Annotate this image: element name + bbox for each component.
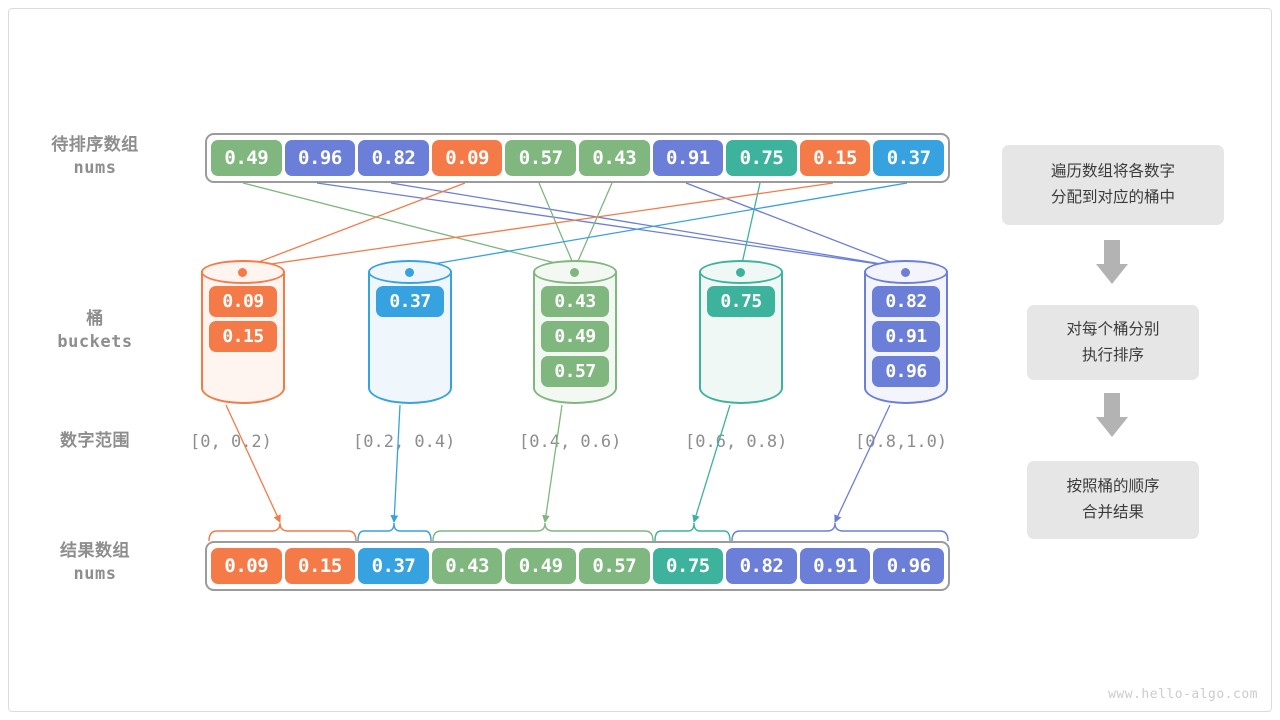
bucket-items: 0.75 (707, 286, 775, 317)
bucket-item: 0.96 (872, 356, 940, 387)
bucket-item: 0.37 (376, 286, 444, 317)
flow-step-1-line2: 分配到对应的桶中 (1050, 188, 1175, 206)
flow-step-2: 对每个桶分别 执行排序 (1027, 305, 1199, 380)
bucket-items: 0.82 0.91 0.96 (872, 286, 940, 387)
flow-step-2-line1: 对每个桶分别 (1066, 319, 1160, 338)
bucket-item: 0.91 (872, 321, 940, 352)
bucket-item: 0.82 (872, 286, 940, 317)
label-number-range: 数字范围 (20, 430, 170, 453)
bucket-items: 0.43 0.49 0.57 (541, 286, 609, 387)
result-cell: 0.09 (211, 548, 282, 584)
bucket-item: 0.75 (707, 286, 775, 317)
flow-step-1: 遍历数组将各数字 分配到对应的桶中 (1002, 145, 1224, 225)
result-cell: 0.57 (578, 548, 650, 584)
result-cell: 0.49 (505, 548, 576, 584)
flow-step-3-line2: 合并结果 (1081, 503, 1144, 521)
range-label-bucket-2: [0.4, 0.6) (519, 432, 622, 452)
result-cell: 0.91 (799, 548, 871, 584)
flow-step-3: 按照桶的顺序 合并结果 (1027, 461, 1199, 539)
input-cell: 0.91 (652, 140, 724, 176)
label-buckets-mono: buckets (57, 331, 133, 352)
bucket-item: 0.49 (541, 321, 609, 352)
input-cell: 0.15 (799, 140, 871, 176)
label-input-array-cn: 待排序数组 (51, 135, 139, 155)
result-array: 0.09 0.15 0.37 0.43 0.49 0.57 0.75 0.82 … (205, 541, 950, 591)
range-label-bucket-1: [0.2, 0.4) (353, 432, 456, 452)
input-cell: 0.49 (211, 140, 282, 176)
label-number-range-cn: 数字范围 (60, 431, 130, 451)
label-buckets-cn: 桶 (86, 309, 104, 329)
input-cell: 0.43 (578, 140, 650, 176)
label-result-array-cn: 结果数组 (60, 541, 130, 561)
result-cell: 0.82 (726, 548, 797, 584)
input-cell: 0.57 (505, 140, 576, 176)
bucket-anchor-dot (405, 268, 414, 277)
watermark: www.hello-algo.com (1108, 687, 1258, 702)
input-cell: 0.75 (726, 140, 797, 176)
bucket-items: 0.09 0.15 (209, 286, 277, 352)
flow-step-2-line2: 执行排序 (1081, 345, 1144, 364)
bucket-item: 0.43 (541, 286, 609, 317)
bucket-item: 0.15 (209, 321, 277, 352)
canvas-border (8, 8, 1272, 712)
flow-step-3-line1: 按照桶的顺序 (1066, 477, 1160, 496)
bucket-rim (699, 260, 783, 284)
range-label-bucket-3: [0.6, 0.8) (685, 432, 788, 452)
result-cell: 0.43 (431, 548, 503, 584)
bucket-items: 0.37 (376, 286, 444, 317)
bucket-item: 0.57 (541, 356, 609, 387)
result-cell: 0.75 (652, 548, 724, 584)
label-result-array-mono: nums (73, 563, 117, 584)
range-label-bucket-0: [0, 0.2) (190, 432, 272, 452)
flow-step-1-line1: 遍历数组将各数字 (1050, 162, 1175, 181)
label-input-array: 待排序数组 nums (20, 134, 170, 180)
label-result-array: 结果数组 nums (20, 540, 170, 586)
input-cell: 0.09 (431, 140, 503, 176)
range-label-bucket-4: [0.8,1.0) (855, 432, 948, 452)
bucket-anchor-dot (570, 268, 579, 277)
label-input-array-mono: nums (73, 157, 117, 178)
input-cell: 0.82 (358, 140, 429, 176)
label-buckets: 桶 buckets (20, 308, 170, 354)
input-cell: 0.37 (873, 140, 944, 176)
input-cell: 0.96 (284, 140, 356, 176)
bucket-anchor-dot (238, 268, 247, 277)
result-cell: 0.37 (358, 548, 429, 584)
input-array: 0.49 0.96 0.82 0.09 0.57 0.43 0.91 0.75 … (205, 133, 950, 183)
bucket-anchor-dot (901, 268, 910, 277)
bucket-item: 0.09 (209, 286, 277, 317)
result-cell: 0.15 (284, 548, 356, 584)
result-cell: 0.96 (873, 548, 944, 584)
bucket-anchor-dot (736, 268, 745, 277)
